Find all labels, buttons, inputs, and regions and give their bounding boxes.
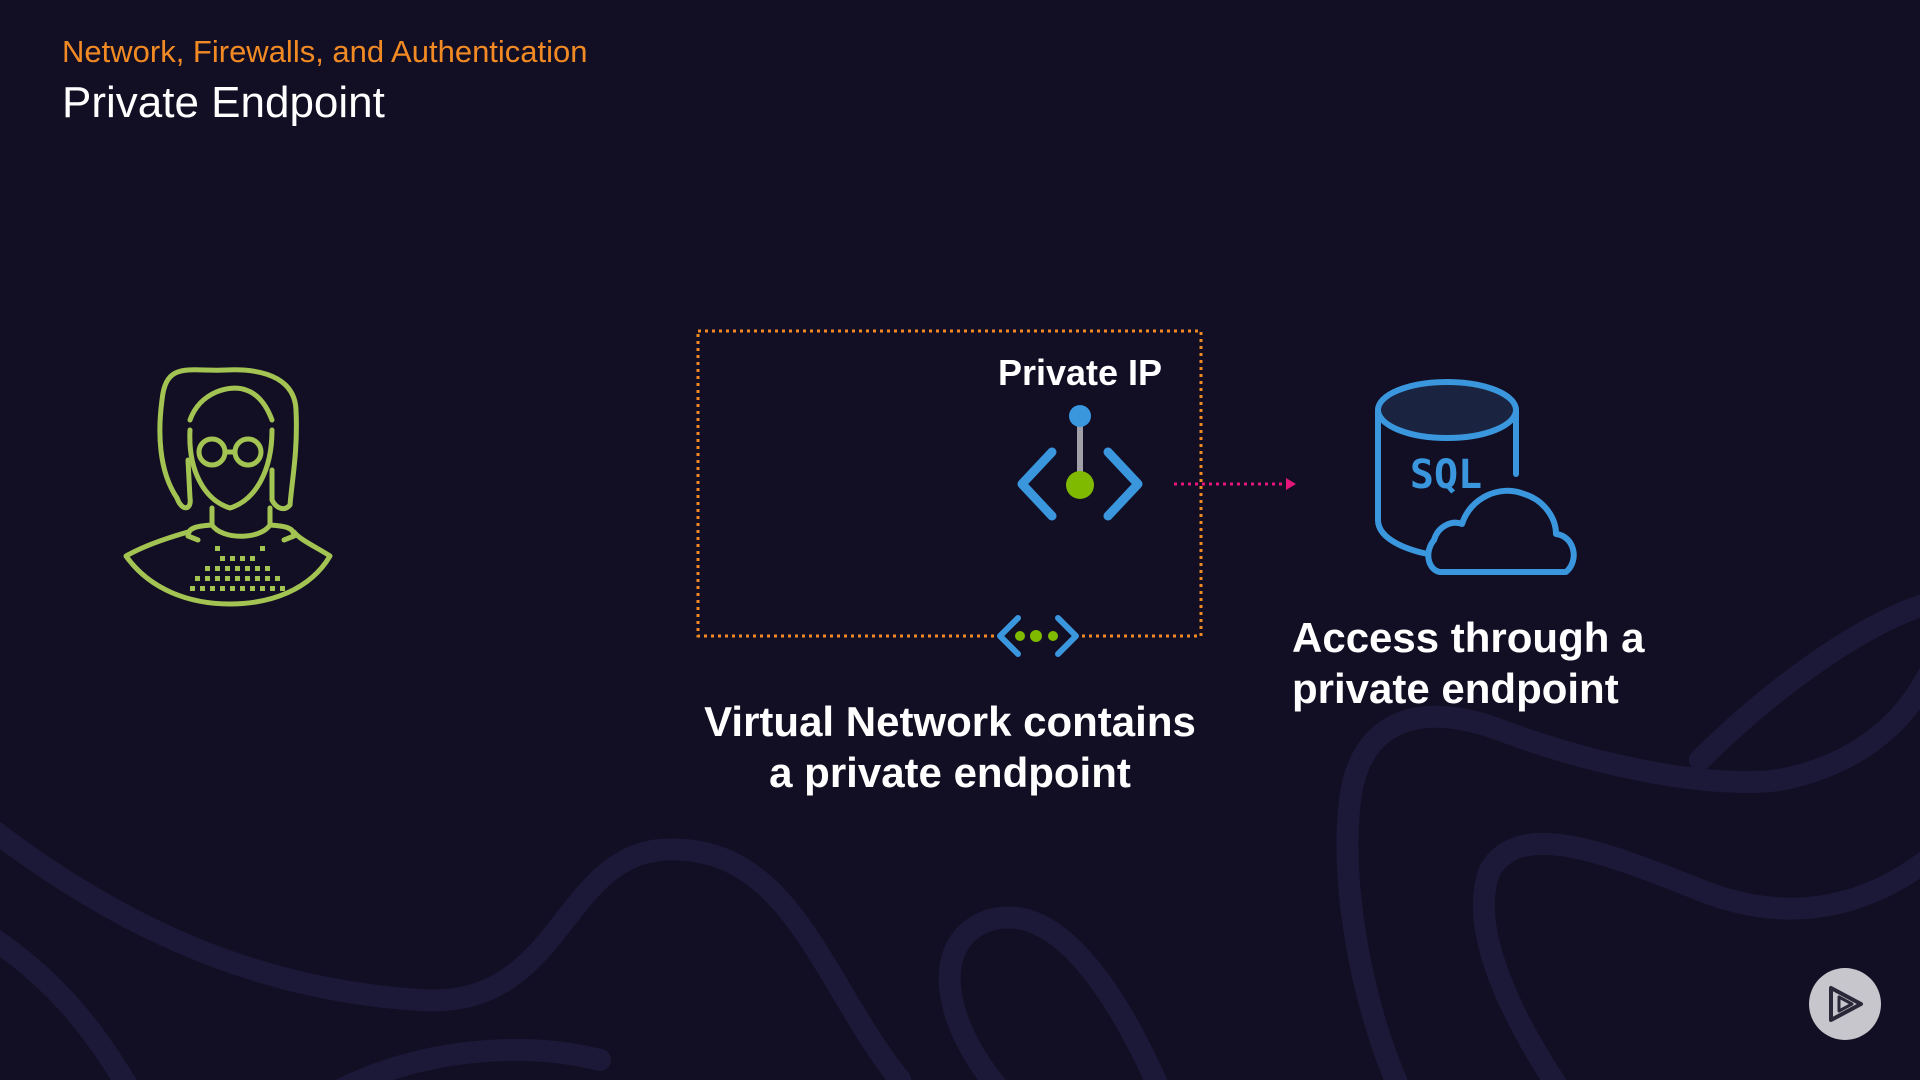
slide-title: Private Endpoint — [62, 78, 385, 127]
virtual-network-icon — [996, 615, 1080, 657]
private-endpoint-icon — [1017, 405, 1143, 521]
vnet-caption-line-1: Virtual Network contains — [704, 698, 1196, 745]
connection-arrow — [1174, 478, 1296, 490]
user-shirt-pattern — [190, 546, 285, 591]
user-with-glasses-icon — [123, 367, 333, 607]
vnet-caption: Virtual Network contains a private endpo… — [650, 696, 1250, 798]
sql-label: SQL — [1410, 452, 1482, 498]
private-ip-label: Private IP — [997, 352, 1163, 393]
access-caption-line-1: Access through a — [1292, 614, 1645, 661]
vnet-caption-line-2: a private endpoint — [769, 749, 1131, 796]
player-logo-button[interactable] — [1809, 968, 1881, 1040]
play-logo-icon — [1829, 986, 1863, 1022]
access-caption: Access through a private endpoint — [1292, 612, 1712, 714]
sql-database-cloud-icon: SQL — [1375, 379, 1577, 575]
virtual-network-boundary — [696, 329, 1203, 638]
section-label: Network, Firewalls, and Authentication — [62, 34, 588, 69]
access-caption-line-2: private endpoint — [1292, 665, 1619, 712]
